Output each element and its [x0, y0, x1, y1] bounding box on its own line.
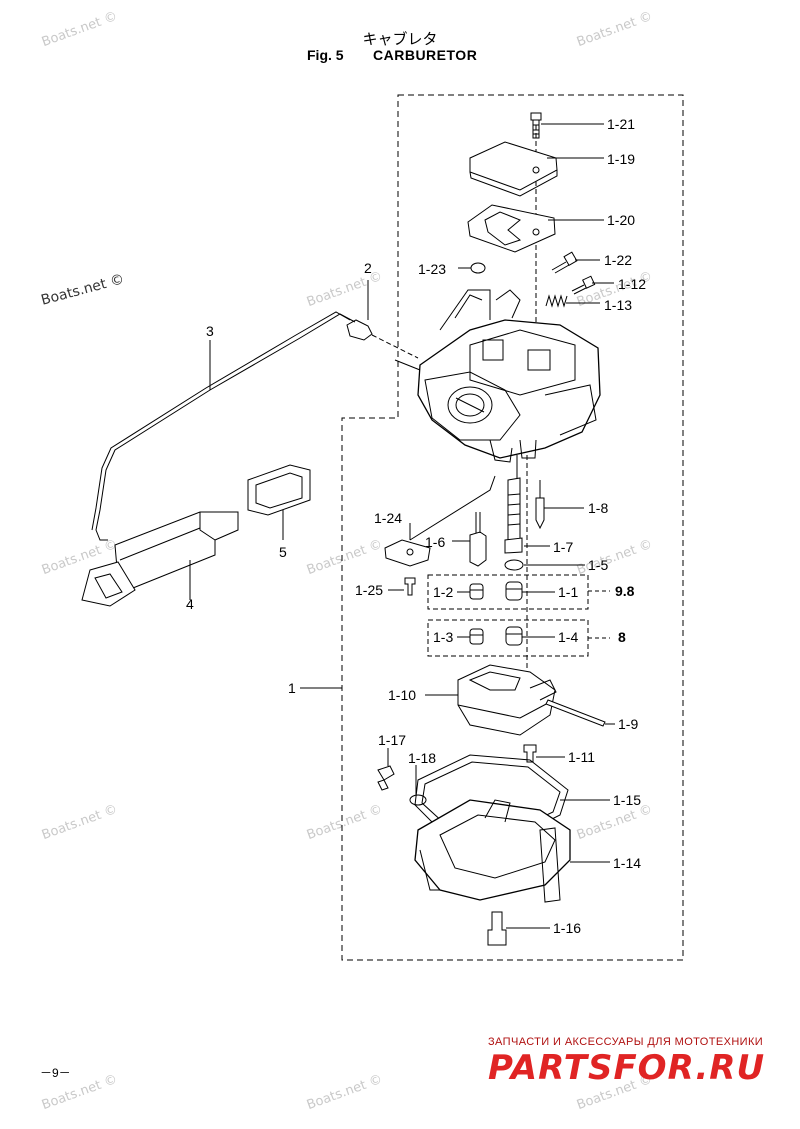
callout-1-25: 1-25: [355, 582, 384, 598]
callout-1-18: 1-18: [408, 750, 437, 766]
part-1-18-o-ring: [409, 794, 427, 806]
page-number: －9－: [40, 1066, 71, 1080]
callout-1-13: 1-13: [604, 297, 633, 313]
part-1-23-cap: [470, 262, 486, 274]
part-1-22-screw: [551, 251, 578, 274]
part-1-1-jet: [505, 581, 523, 601]
callout-1-23: 1-23: [418, 261, 447, 277]
callout-1-2: 1-2: [433, 584, 454, 600]
part-1-12-screw: [571, 275, 596, 295]
part-1-15-gasket: [414, 754, 569, 841]
callout-1-8: 1-8: [588, 500, 609, 516]
part-1-14-float-chamber: [414, 799, 571, 903]
part-1-10-float: [457, 664, 557, 736]
callout-1-11: 1-11: [568, 749, 595, 765]
part-1-20-gasket: [467, 204, 556, 253]
callout-4: 4: [186, 596, 194, 612]
callout-1-19: 1-19: [607, 151, 636, 167]
part-1-5-o-ring: [504, 559, 524, 571]
callout-1-17: 1-17: [378, 732, 407, 748]
callout-1-5: 1-5: [588, 557, 609, 573]
part-5-grommet: [247, 464, 311, 540]
callout-1-9: 1-9: [618, 716, 639, 732]
callout-1-20: 1-20: [607, 212, 636, 228]
callout-1: 1: [288, 680, 296, 696]
callout-1-14: 1-14: [613, 855, 642, 871]
callout-3: 3: [206, 323, 214, 339]
part-1-carburetor-body: [394, 289, 601, 463]
callout-1-22: 1-22: [604, 252, 633, 268]
part-1-21-screw: [530, 112, 542, 139]
part-1-13-spring: [545, 294, 568, 308]
callout-1-7: 1-7: [553, 539, 574, 555]
callout-1-21: 1-21: [607, 116, 636, 132]
part-4-lever: [81, 511, 239, 607]
callout-1-16: 1-16: [553, 920, 582, 936]
callout-1-15: 1-15: [613, 792, 642, 808]
callout-1-6: 1-6: [425, 534, 446, 550]
shop-tagline: ЗАПЧАСТИ И АКСЕССУАРЫ ДЛЯ МОТОТЕХНИКИ: [488, 1036, 764, 1048]
figure-title: CARBURETOR: [373, 47, 478, 63]
part-1-17-screw: [377, 765, 395, 791]
callout-1-4: 1-4: [558, 629, 579, 645]
figure-number: Fig. 5: [307, 47, 344, 63]
part-2-clip: [346, 319, 373, 341]
callout-1-3: 1-3: [433, 629, 454, 645]
part-1-8-needle: [535, 480, 545, 530]
assembly-boundary: [341, 94, 684, 961]
part-1-9-pin: [545, 699, 606, 727]
kit-label-8: 8: [618, 629, 626, 645]
part-1-25-screw: [404, 577, 416, 596]
callout-5: 5: [279, 544, 287, 560]
callout-1-10: 1-10: [388, 687, 417, 703]
part-1-16-screw: [487, 911, 507, 946]
title-japanese: キャブレタ: [362, 30, 438, 48]
part-1-3-jet: [469, 628, 484, 645]
callout-1-1: 1-1: [558, 584, 579, 600]
kit-label-9-8: 9.8: [615, 583, 635, 599]
shop-logo: PARTSFOR.RU: [488, 1048, 766, 1088]
part-1-2-jet: [469, 583, 484, 600]
kit-box-9-8: [427, 574, 589, 610]
part-1-7-nozzle: [504, 477, 523, 554]
part-1-6-jet: [469, 512, 487, 567]
callout-1-12: 1-12: [618, 276, 647, 292]
callout-1-24: 1-24: [374, 510, 403, 526]
part-3-rod: [95, 313, 356, 541]
part-1-4-jet: [505, 626, 523, 646]
callout-2: 2: [364, 260, 372, 276]
